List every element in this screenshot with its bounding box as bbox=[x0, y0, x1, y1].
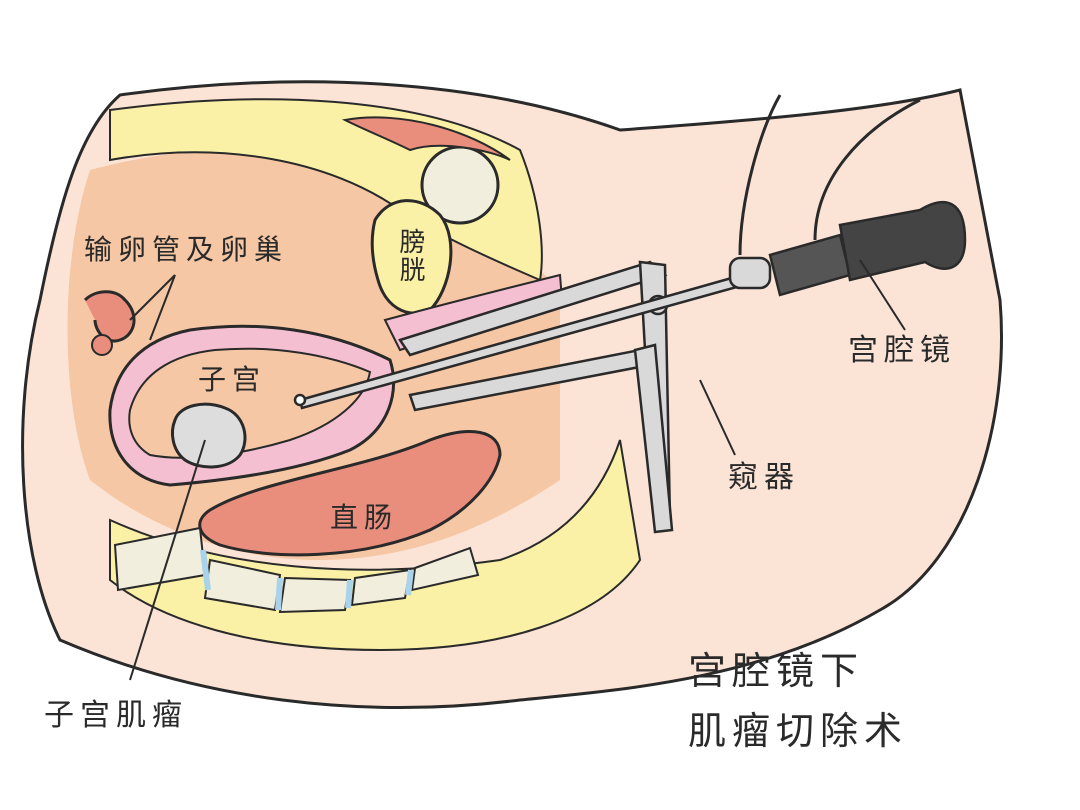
label-fibroid: 子宫肌瘤 bbox=[44, 698, 188, 733]
fibroid-shape bbox=[171, 402, 247, 469]
leader-lines bbox=[129, 259, 906, 681]
bladder-shape bbox=[370, 199, 453, 315]
label-uterus: 子宫 bbox=[198, 363, 267, 396]
spine bbox=[113, 526, 480, 614]
spinal-discs bbox=[200, 549, 414, 611]
label-fallopian-tubes-ovaries: 输卵管及卵巢 bbox=[84, 233, 289, 266]
ovary bbox=[91, 334, 113, 356]
label-speculum: 窥器 bbox=[728, 460, 800, 495]
caption-line-2: 肌瘤切除术 bbox=[688, 709, 909, 753]
label-rectum: 直肠 bbox=[330, 501, 399, 534]
speculum bbox=[398, 260, 674, 534]
label-hysteroscope: 宫腔镜 bbox=[848, 333, 956, 368]
pubic-bone-red bbox=[341, 116, 511, 161]
hysteroscope bbox=[293, 94, 967, 410]
label-bladder: 膀胱 bbox=[395, 228, 425, 284]
rectum-shape bbox=[198, 430, 502, 557]
caption-line-1: 宫腔镜下 bbox=[688, 649, 865, 693]
